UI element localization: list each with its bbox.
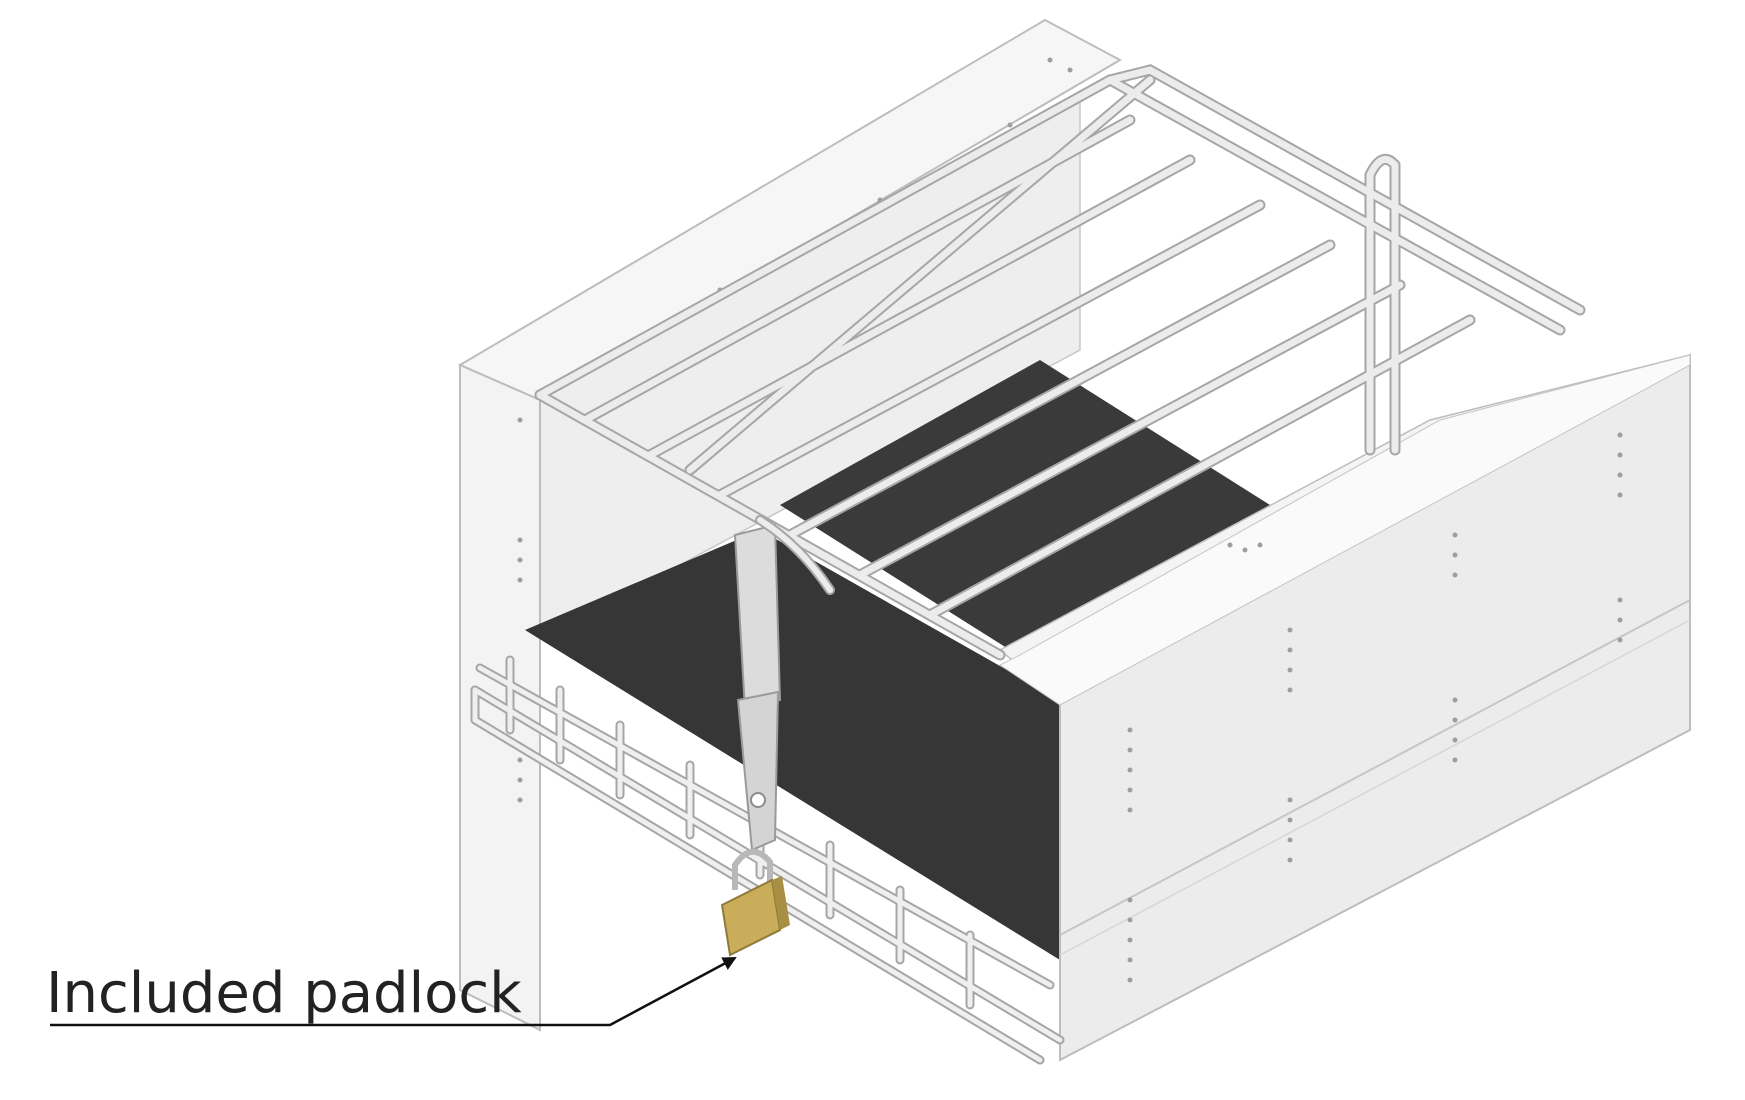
floor-mat-back	[780, 360, 1270, 650]
right-box-top-lip	[999, 354, 1691, 706]
right-box-seam-upper	[1059, 599, 1691, 936]
floor-mat-front	[525, 530, 1060, 960]
callout-label-padlock: Included padlock	[46, 961, 522, 1026]
callout-leader-line	[50, 956, 737, 1027]
left-end-panel	[459, 363, 541, 1032]
padlock-icon	[720, 848, 790, 957]
right-box-seam-lower	[1059, 619, 1691, 956]
latch-bar	[733, 515, 835, 852]
